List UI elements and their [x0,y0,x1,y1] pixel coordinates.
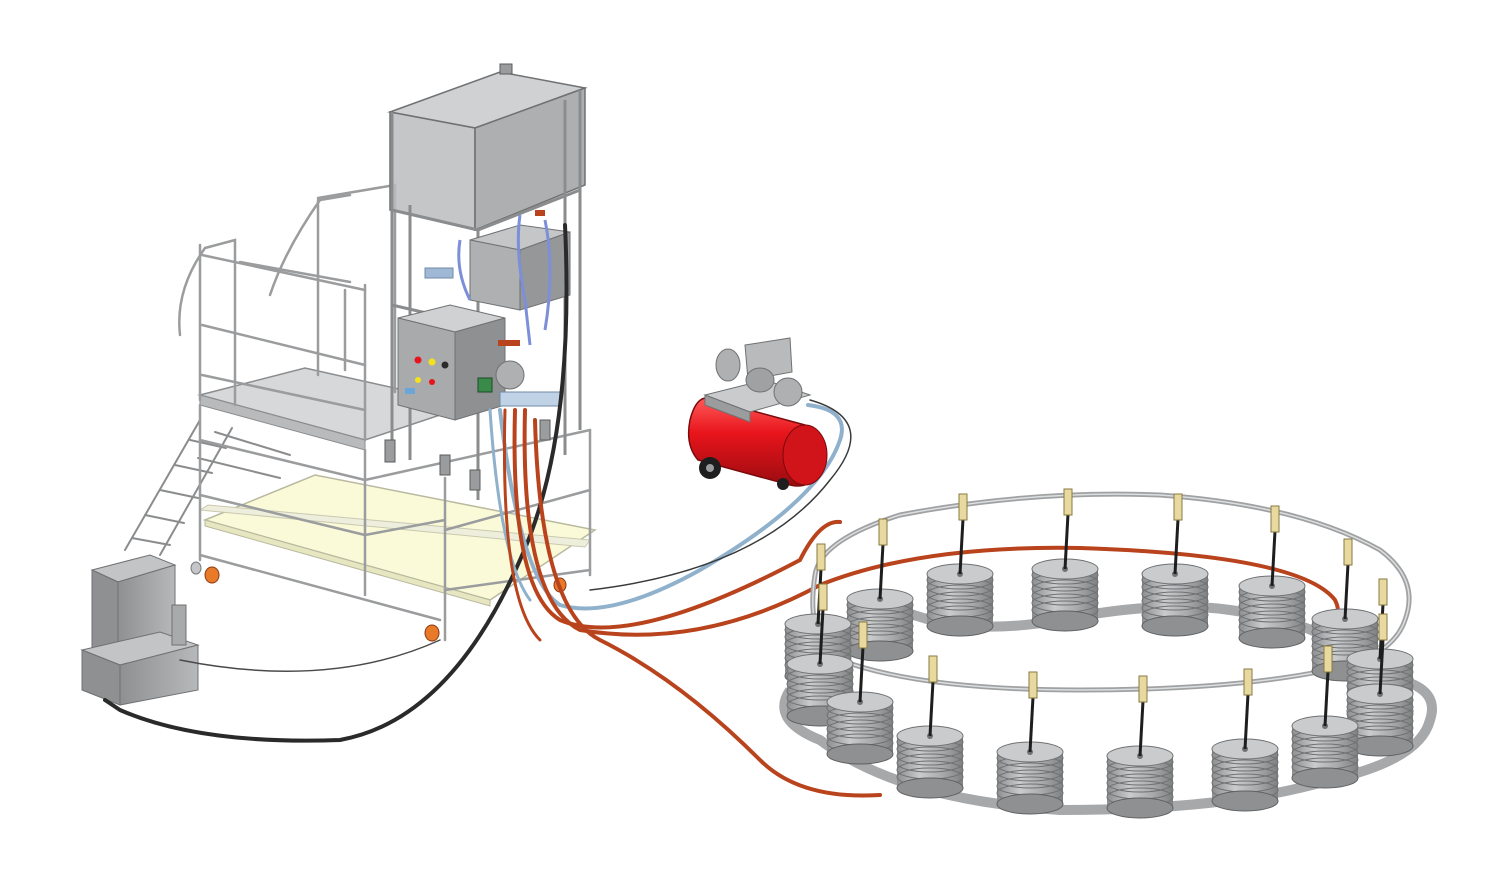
induction-coil [996,671,1064,815]
induction-coil [926,493,994,637]
induction-coil [846,518,914,662]
induction-coil [1346,613,1414,757]
coil-ring [779,488,1437,819]
access-platform [124,183,592,642]
power-unit-box [80,554,200,706]
induction-coil [1291,645,1359,789]
induction-coil [1238,505,1306,649]
hoses [103,223,1340,798]
induction-coil [1106,675,1174,819]
induction-coil [896,655,964,799]
induction-coil [826,621,894,765]
drip-tray [198,474,597,607]
stairs [124,419,291,556]
control-tower [384,63,588,500]
induction-coil [1141,493,1209,637]
induction-coil [1211,668,1279,812]
air-compressor [687,337,828,490]
induction-coil [1031,488,1099,632]
